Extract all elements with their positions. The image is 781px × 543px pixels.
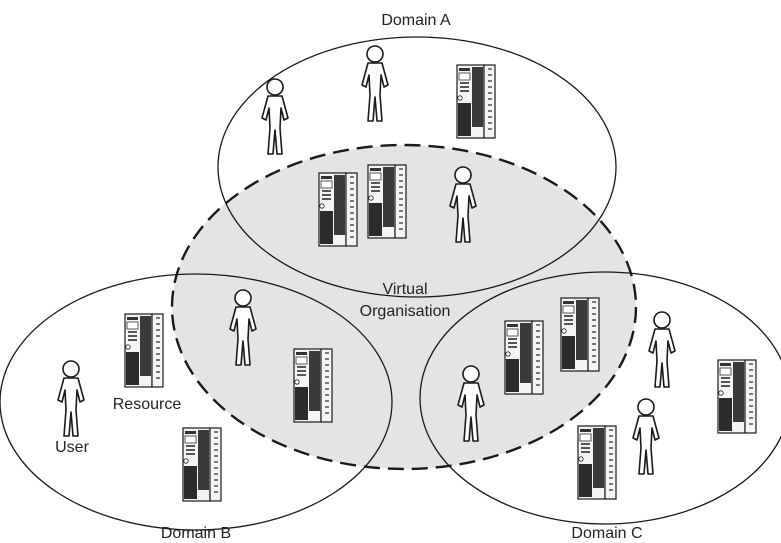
server-rack-icon — [182, 427, 222, 502]
user-icon — [361, 45, 389, 122]
server-rack-icon — [124, 313, 164, 388]
domain-c-label: Domain C — [571, 525, 642, 542]
user-icon — [648, 311, 676, 388]
domain-b-label: Domain B — [161, 525, 231, 542]
server-rack-icon — [504, 320, 544, 395]
server-rack-icon — [560, 297, 600, 372]
vo-label-line1: Virtual — [382, 281, 427, 298]
server-rack-icon — [318, 172, 358, 247]
server-rack-icon — [456, 64, 496, 139]
domain-a-label: Domain A — [381, 12, 451, 29]
domain-c-ellipse — [419, 271, 781, 525]
user-icon — [261, 78, 289, 155]
server-rack-icon — [577, 425, 617, 500]
user-icon — [632, 398, 660, 475]
vo-label-line2: Organisation — [360, 303, 451, 320]
user-label: User — [55, 439, 89, 456]
user-icon — [57, 360, 85, 437]
domain-b-ellipse — [0, 273, 393, 531]
server-rack-icon — [367, 164, 407, 239]
resource-label: Resource — [113, 396, 182, 413]
domain-a-ellipse — [217, 36, 617, 298]
server-rack-icon — [293, 348, 333, 423]
server-rack-icon — [717, 359, 757, 434]
